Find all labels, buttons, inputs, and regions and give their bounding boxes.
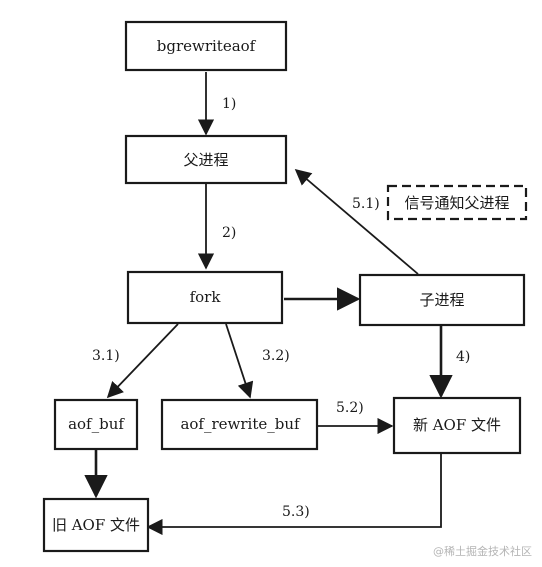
node-aof-buf: aof_buf [53,398,139,451]
edge-fork-to-aof-buf [106,323,179,399]
node-fork: fork [126,270,284,325]
edge-label-step-5-3: 5.3) [282,504,310,520]
node-aof-rewrite-buf: aof_rewrite_buf [160,398,319,451]
edge-label-step-4: 4) [456,349,470,365]
edge-label-step-2: 2) [222,225,236,241]
node-child-process: 子进程 [358,273,526,327]
node-aof-buf-label: aof_buf [68,415,125,433]
node-fork-label: fork [190,288,222,306]
edge-label-step-3-1: 3.1) [92,348,120,364]
node-parent-process-label: 父进程 [183,151,228,169]
node-new-aof-file-label: 新 AOF 文件 [413,416,501,434]
node-old-aof-file-label: 旧 AOF 文件 [52,516,140,534]
node-bgrewriteaof: bgrewriteaof [124,20,288,72]
edge-label-step-5-1: 5.1) [352,196,380,212]
edge-label-step-1: 1) [222,96,236,112]
edge-fork-to-aof-rewrite-buf [225,323,254,399]
node-old-aof-file: 旧 AOF 文件 [42,497,150,553]
node-parent-process: 父进程 [124,134,288,185]
edge-new-aof-to-old-aof [146,453,442,536]
edge-label-step-5-2: 5.2) [336,400,364,416]
edge-label-step-3-2: 3.2) [262,348,290,364]
node-signal-parent-label: 信号通知父进程 [404,194,509,212]
node-aof-rewrite-buf-label: aof_rewrite_buf [180,415,301,433]
node-new-aof-file: 新 AOF 文件 [392,396,522,455]
watermark-text: @稀土掘金技术社区 [433,545,532,558]
node-bgrewriteaof-label: bgrewriteaof [157,37,257,55]
edges: 1) 2) 5.1) 3.1) 3.2) 4) 5.2) 5.3) [84,72,470,536]
nodes: bgrewriteaof 父进程 信号通知父进程 fork 子进程 aof_bu… [42,20,528,553]
node-signal-parent: 信号通知父进程 [386,184,528,221]
edge-child-to-parent [294,168,419,275]
node-child-process-label: 子进程 [419,291,464,309]
